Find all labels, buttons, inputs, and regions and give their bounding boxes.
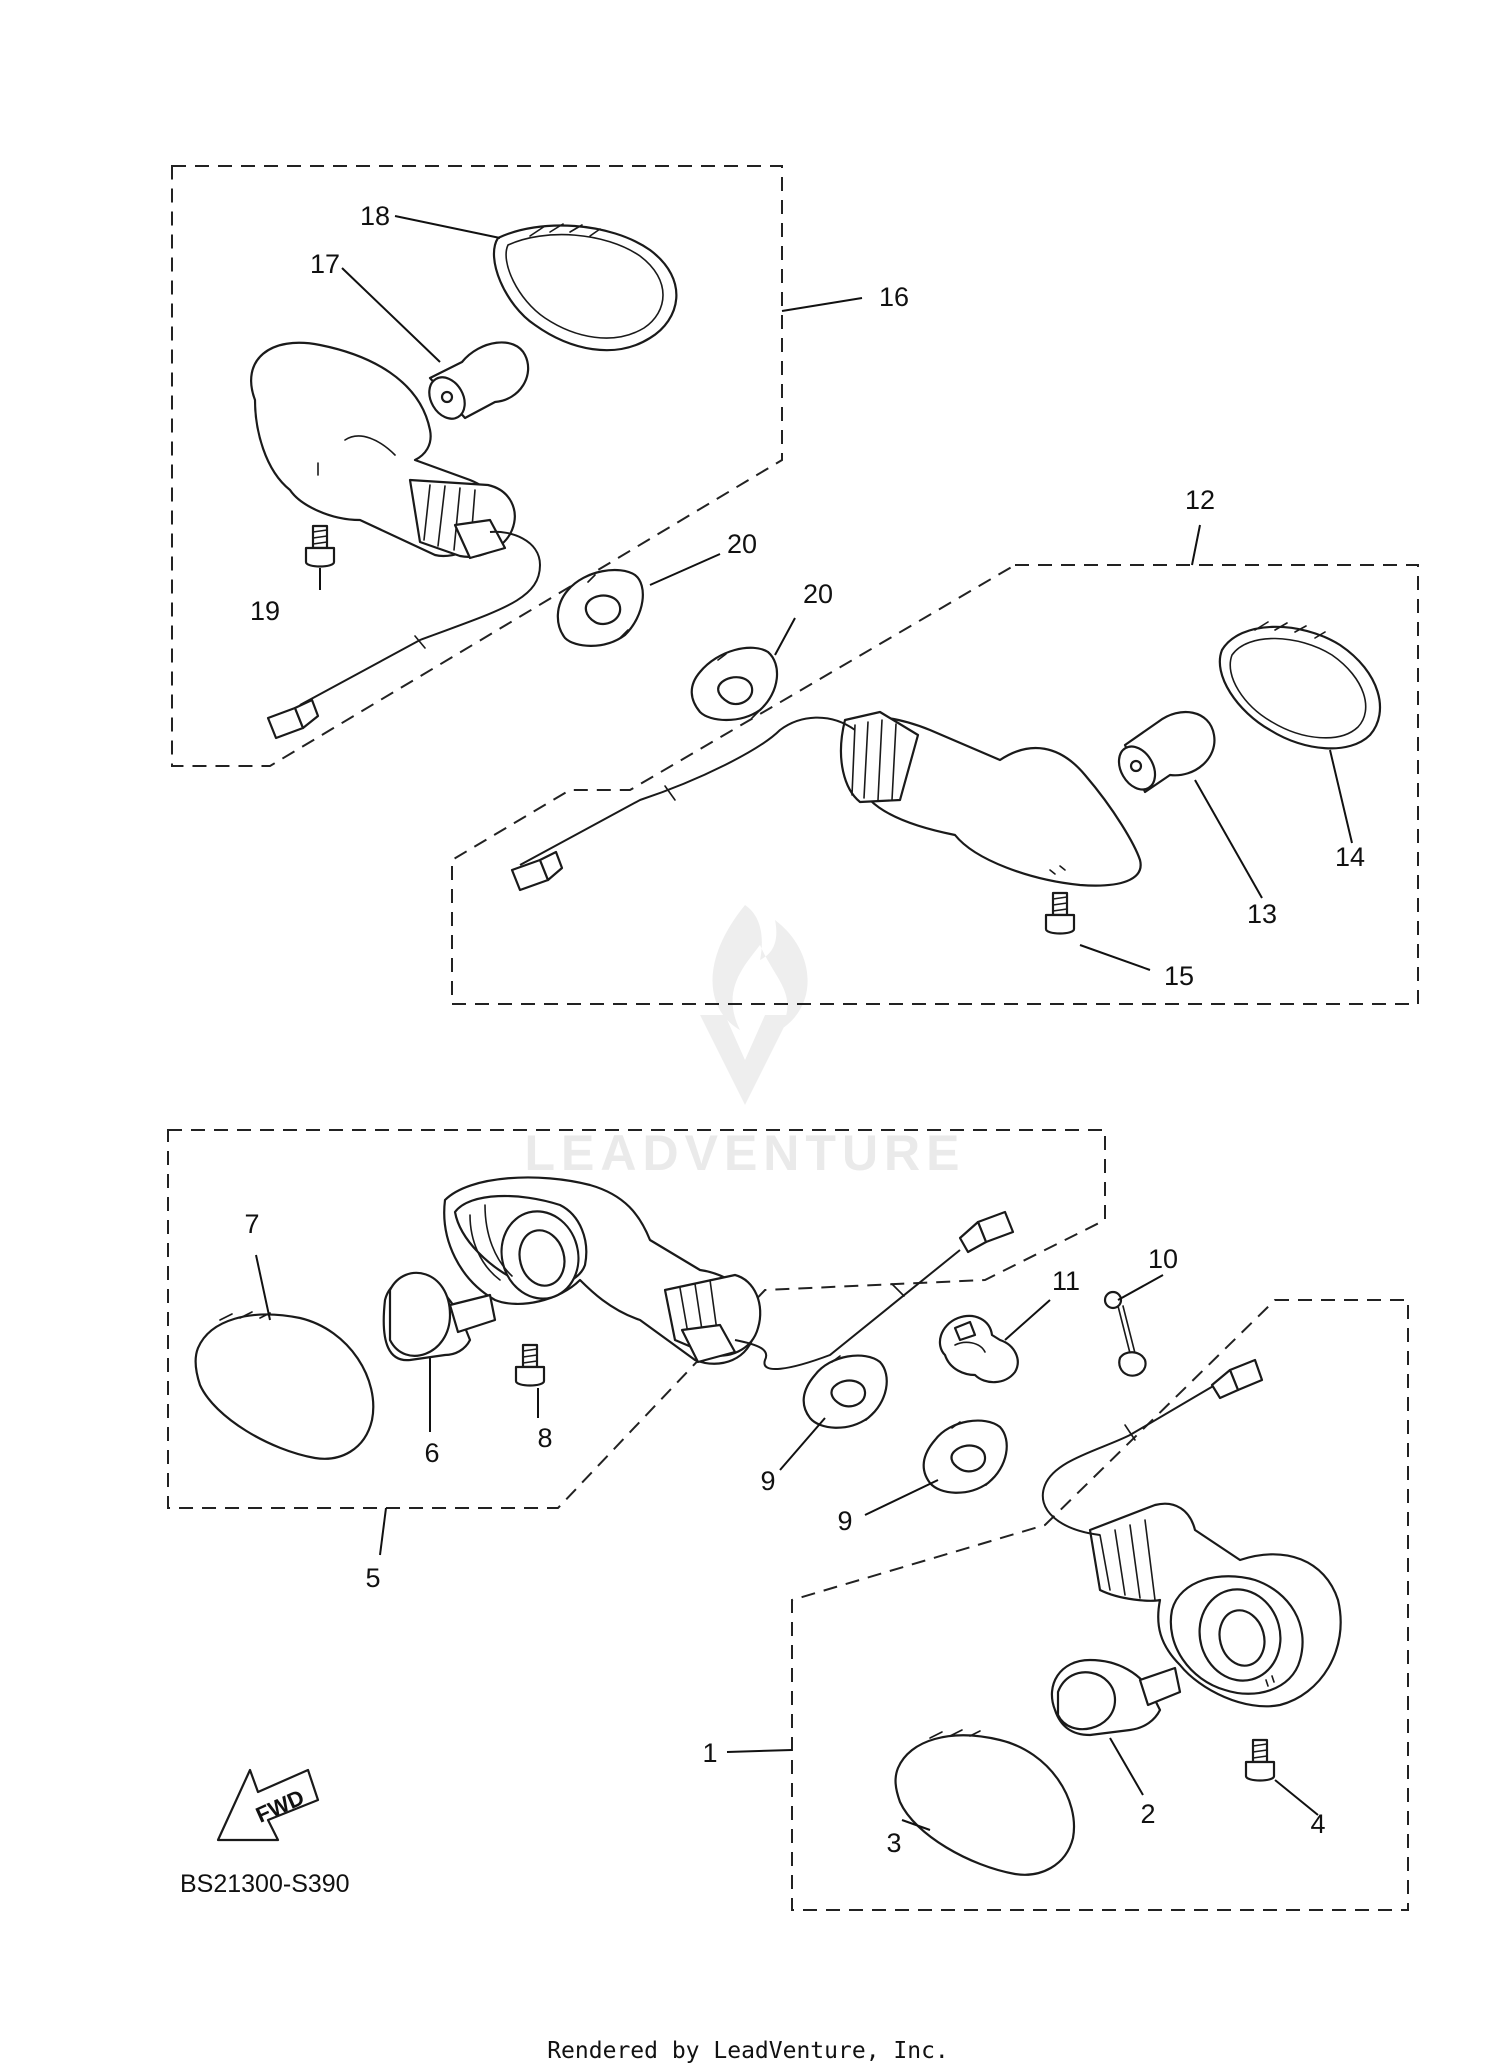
group-outline-1 bbox=[791, 1299, 1409, 1911]
spacer-9-upper bbox=[802, 1354, 888, 1429]
callout-20a: 20 bbox=[727, 529, 757, 559]
callout-11: 11 bbox=[1052, 1266, 1080, 1296]
bulb-2 bbox=[1050, 1658, 1182, 1737]
wire-12-break bbox=[664, 785, 676, 801]
tie-10 bbox=[1103, 1290, 1147, 1377]
callout-4: 4 bbox=[1310, 1809, 1325, 1839]
connector-5 bbox=[958, 1210, 1015, 1254]
callout-8: 8 bbox=[537, 1423, 552, 1453]
callout-20b: 20 bbox=[803, 579, 833, 609]
screw-4 bbox=[1244, 1738, 1276, 1782]
callout-3: 3 bbox=[886, 1828, 901, 1858]
callout-6: 6 bbox=[424, 1438, 439, 1468]
connector-16 bbox=[266, 698, 320, 740]
spacer-20-upper bbox=[556, 568, 644, 647]
leader-lines bbox=[255, 215, 1353, 1831]
callout-numbers: 18 17 16 19 20 20 12 14 13 15 7 6 8 5 9 … bbox=[244, 201, 1365, 1858]
callout-9a: 9 bbox=[760, 1466, 775, 1496]
wire-5-break bbox=[891, 1283, 905, 1297]
turn-signal-housing-1 bbox=[1088, 1502, 1342, 1708]
connector-1 bbox=[1210, 1358, 1264, 1400]
callout-5: 5 bbox=[365, 1563, 380, 1593]
wire-1 bbox=[1042, 1384, 1216, 1536]
screw-8 bbox=[514, 1343, 546, 1387]
callout-2: 2 bbox=[1140, 1799, 1155, 1829]
wire-16-break bbox=[414, 635, 426, 649]
wire-12 bbox=[519, 716, 856, 866]
bulb-13 bbox=[1117, 710, 1216, 794]
spacer-9-lower bbox=[922, 1419, 1008, 1494]
watermark: LEADVENTURE bbox=[524, 905, 965, 1181]
lens-14 bbox=[1218, 621, 1382, 750]
group-outline-12 bbox=[451, 564, 1419, 1005]
watermark-flame-logo bbox=[700, 905, 808, 1105]
turn-signal-housing-5 bbox=[443, 1176, 762, 1365]
callout-19: 19 bbox=[250, 596, 280, 626]
clamp-11 bbox=[938, 1314, 1019, 1384]
watermark-text: LEADVENTURE bbox=[524, 1125, 965, 1181]
diagram-code: BS21300-S390 bbox=[180, 1870, 350, 1898]
callout-14: 14 bbox=[1335, 842, 1365, 872]
screw-15 bbox=[1044, 891, 1076, 935]
callout-10: 10 bbox=[1148, 1244, 1178, 1274]
turn-signal-housing-12 bbox=[839, 710, 1142, 887]
callout-15: 15 bbox=[1164, 961, 1194, 991]
group-outline-16 bbox=[171, 165, 783, 767]
callout-7: 7 bbox=[244, 1209, 259, 1239]
callout-18: 18 bbox=[360, 201, 390, 231]
callout-17: 17 bbox=[310, 249, 340, 279]
wire-5 bbox=[734, 1249, 961, 1371]
callout-13: 13 bbox=[1247, 899, 1277, 929]
lens-18 bbox=[492, 223, 678, 352]
callout-1: 1 bbox=[702, 1738, 717, 1768]
lens-3 bbox=[894, 1729, 1076, 1876]
bulb-6 bbox=[382, 1271, 497, 1362]
turn-signal-housing-16 bbox=[250, 341, 516, 560]
wire-1-break bbox=[1124, 1424, 1136, 1441]
callout-9b: 9 bbox=[837, 1506, 852, 1536]
lens-7 bbox=[194, 1311, 375, 1460]
render-credit: Rendered by LeadVenture, Inc. bbox=[547, 2038, 949, 2064]
bulb-17 bbox=[428, 341, 530, 420]
wire-16 bbox=[299, 530, 542, 706]
group-outline-5 bbox=[167, 1129, 1106, 1509]
spacer-20-lower bbox=[690, 646, 779, 721]
callout-12: 12 bbox=[1185, 485, 1215, 515]
callout-16: 16 bbox=[879, 282, 909, 312]
connector-12 bbox=[510, 850, 564, 892]
screw-19 bbox=[304, 524, 336, 568]
fwd-direction-arrow: FWD bbox=[216, 1768, 320, 1842]
